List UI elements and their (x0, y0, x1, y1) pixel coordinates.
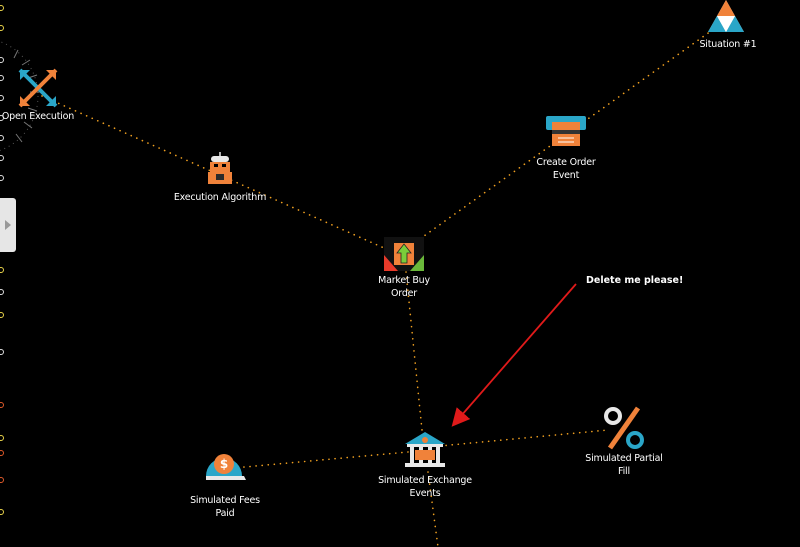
up-arrow-icon[interactable] (384, 237, 424, 271)
crossed-arrows-icon[interactable] (18, 68, 58, 108)
node-label-market-buy-order-line2: Order (391, 288, 417, 299)
robot-worker-icon[interactable] (208, 152, 232, 184)
annotation-note: Delete me please! (586, 275, 684, 286)
link-exchange-to-fees-paid (233, 451, 409, 469)
node-label-simulated-fees-paid-line2: Paid (215, 508, 235, 519)
link-market-buy-to-exchange-events (405, 271, 424, 441)
node-label-simulated-partial-fill-line2: Fill (618, 466, 630, 477)
node-label-market-buy-order-line1: Market Buy (378, 275, 430, 286)
node-label-open-execution: Open Execution (1, 111, 75, 122)
dollar-helmet-icon[interactable] (206, 454, 246, 480)
left-edge-markers (0, 5, 4, 515)
annotation-arrow (451, 283, 577, 427)
printer-icon[interactable] (546, 116, 586, 146)
node-label-execution-algorithm: Execution Algorithm (173, 192, 267, 203)
node-label-simulated-fees-paid-line1: Simulated Fees (190, 495, 260, 506)
link-exchange-to-partial-fill (439, 429, 609, 447)
chevron-right-icon (5, 220, 11, 230)
node-label-simulated-exchange-events-line2: Events (409, 488, 441, 499)
percent-icon[interactable] (604, 406, 644, 450)
bank-icon[interactable] (405, 432, 445, 467)
left-edge-ring (0, 41, 40, 151)
dollar-sign: $ (220, 457, 228, 471)
node-label-simulated-exchange-events-line1: Simulated Exchange (378, 475, 472, 486)
node-label-simulated-partial-fill-line1: Simulated Partial (585, 453, 663, 464)
node-label-situation: Situation #1 (699, 39, 757, 50)
side-panel-toggle[interactable] (0, 198, 16, 252)
node-label-create-order-event-line2: Event (552, 170, 580, 181)
link-exchange-events-down (427, 471, 439, 547)
node-label-create-order-event-line1: Create Order (536, 157, 596, 168)
mountain-icon[interactable] (708, 0, 744, 32)
